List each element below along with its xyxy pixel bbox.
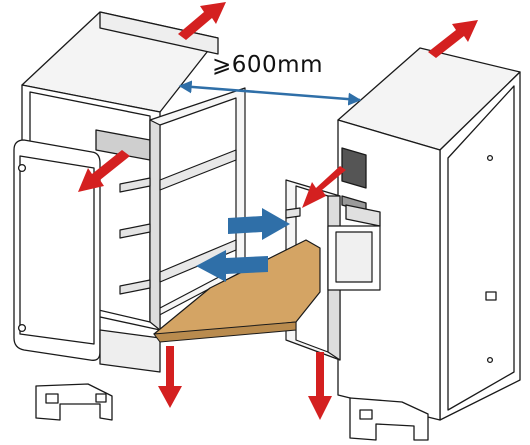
greater-equal-symbol: ⩾: [212, 52, 232, 78]
double-arrow-icon: [178, 80, 362, 106]
red-arrow-icon: [428, 20, 478, 58]
right-cabinet: [337, 47, 521, 441]
left-cabinet: [13, 11, 219, 421]
clearance-value: 600mm: [231, 52, 323, 78]
duct-base-front: [153, 321, 297, 343]
red-arrow-icon: [78, 150, 130, 192]
red-arrow-icon: [178, 2, 226, 40]
blue-arrow-icon: [228, 208, 290, 240]
red-arrow-icon: [158, 346, 182, 408]
clearance-label: ⩾600mm: [212, 52, 323, 78]
blue-arrow-icon: [196, 250, 268, 282]
red-arrow-icon: [302, 166, 346, 208]
red-arrow-icon: [308, 352, 332, 420]
